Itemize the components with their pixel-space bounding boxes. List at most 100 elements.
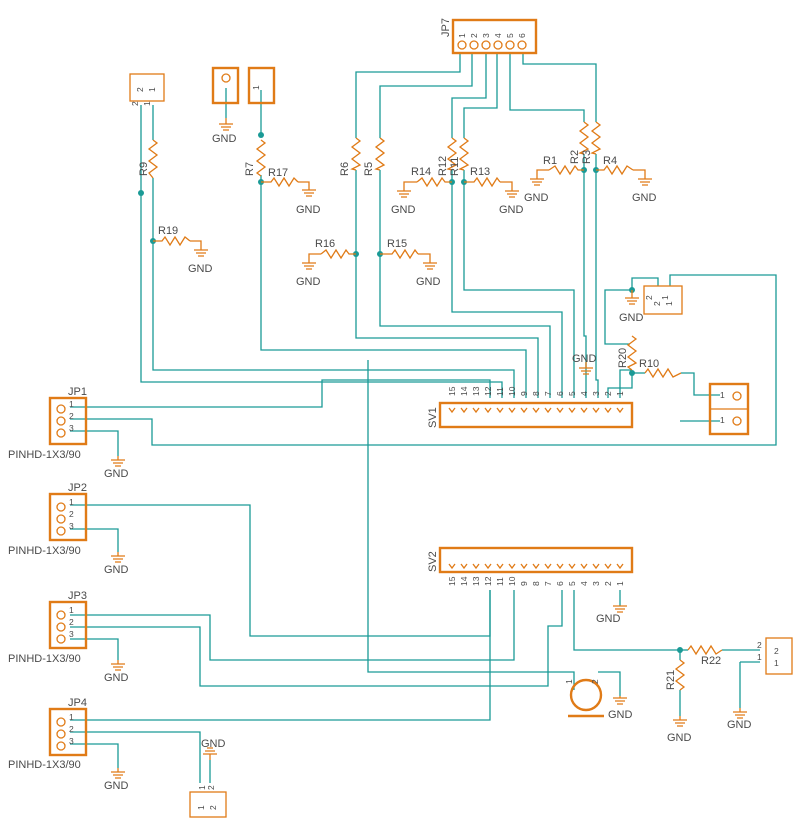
- sv1-pin-label: 3: [591, 391, 601, 396]
- svg-text:JP1: JP1: [68, 386, 87, 398]
- svg-text:1: 1: [457, 33, 467, 38]
- svg-text:GND: GND: [667, 732, 692, 744]
- svg-text:R15: R15: [387, 238, 407, 250]
- resistor-r15: R15: [380, 238, 419, 260]
- svg-text:GND: GND: [596, 613, 621, 625]
- svg-text:5: 5: [505, 33, 515, 38]
- sv2-pin-label: 10: [507, 576, 517, 586]
- svg-text:R19: R19: [158, 225, 178, 237]
- sv1-pin-label: 7: [543, 391, 553, 396]
- svg-text:1: 1: [720, 390, 725, 400]
- sv2-pin-label: 14: [459, 576, 469, 586]
- sv1-pin-mark: [448, 407, 456, 414]
- sv2-pin-label: 4: [579, 581, 589, 586]
- sv2-pin-mark: [484, 563, 492, 570]
- sv2-pin-label: 8: [531, 581, 541, 586]
- sv1-pin-label: 14: [459, 386, 469, 396]
- header-jp4: JP4 1 2 3 PINHD-1X3/90: [8, 697, 88, 771]
- svg-text:R20: R20: [617, 348, 629, 368]
- svg-text:2: 2: [135, 87, 145, 92]
- svg-text:GND: GND: [524, 192, 549, 204]
- sv2-pin-mark: [460, 563, 468, 570]
- sv1-pin-mark: [496, 407, 504, 414]
- gnd-symbol: GND: [104, 660, 129, 684]
- sv1-pin-mark: [556, 407, 564, 414]
- gnd-symbol: GND: [416, 253, 441, 288]
- gnd-symbol: GND: [667, 716, 692, 744]
- gnd-symbol: GND: [104, 456, 129, 480]
- junction-dot: [629, 370, 635, 376]
- header-jp2: JP2 1 2 3 PINHD-1X3/90: [8, 482, 88, 557]
- connector-single-b: 1: [247, 66, 276, 105]
- sv1-pin-mark: [544, 407, 552, 414]
- sv1-pin-label: 12: [483, 386, 493, 396]
- resistor-r4: R4: [596, 155, 634, 176]
- gnd-symbol: GND: [608, 696, 633, 721]
- svg-text:R14: R14: [411, 166, 431, 178]
- svg-text:2: 2: [469, 33, 479, 38]
- header-jp1: JP1 1 2 3 PINHD-1X3/90: [8, 386, 88, 461]
- sv1-pin-label: 4: [579, 391, 589, 396]
- svg-text:1: 1: [720, 415, 725, 425]
- svg-text:3: 3: [69, 521, 74, 531]
- svg-text:R22: R22: [701, 655, 721, 667]
- sv2-pin-mark: [544, 563, 552, 570]
- gnd-symbol: GND: [632, 169, 657, 204]
- svg-text:GND: GND: [201, 738, 226, 750]
- resistors: R9 R19 R7 R17 R6 R5 R16 R15: [138, 121, 723, 691]
- gnd-symbol: GND: [296, 181, 321, 216]
- sv1-pin-mark: [568, 407, 576, 414]
- sv1-pin-mark: [520, 407, 528, 414]
- svg-text:GND: GND: [391, 204, 416, 216]
- svg-text:PINHD-1X3/90: PINHD-1X3/90: [8, 759, 81, 771]
- resistor-r13: R13: [464, 166, 501, 188]
- sv2-pin-mark: [532, 563, 540, 570]
- svg-text:2: 2: [590, 679, 600, 684]
- svg-text:R21: R21: [665, 670, 677, 690]
- resistor-r3: R3: [581, 121, 602, 164]
- sv1-pin-label: 8: [531, 391, 541, 396]
- svg-text:3: 3: [69, 629, 74, 639]
- svg-text:R7: R7: [244, 162, 256, 176]
- svg-text:2: 2: [774, 646, 779, 656]
- connector-r20-top: 2 1 2 1: [643, 285, 683, 315]
- sv1-pin-mark: [460, 407, 468, 414]
- svg-text:3: 3: [69, 736, 74, 746]
- sv2-pin-mark: [568, 563, 576, 570]
- sv2-pin-mark: [448, 563, 456, 570]
- sv2-pin-mark: [616, 563, 624, 570]
- svg-text:R6: R6: [339, 162, 351, 176]
- sv1-pin-label: 15: [447, 386, 457, 396]
- svg-text:JP4: JP4: [68, 697, 87, 709]
- sv1-pin-mark: [484, 407, 492, 414]
- svg-text:3: 3: [481, 33, 491, 38]
- gnd-symbol: GND: [104, 552, 129, 576]
- sv1-pin-mark: [592, 407, 600, 414]
- svg-text:3: 3: [69, 423, 74, 433]
- svg-text:GND: GND: [632, 192, 657, 204]
- svg-text:2: 2: [69, 411, 74, 421]
- resistor-r21: R21: [665, 659, 686, 691]
- svg-text:1: 1: [564, 679, 574, 684]
- svg-text:1: 1: [147, 87, 157, 92]
- sv1-pin-label: 13: [471, 386, 481, 396]
- svg-text:1: 1: [142, 101, 152, 106]
- sv1-pin-mark: [532, 407, 540, 414]
- svg-text:GND: GND: [212, 133, 237, 145]
- sv2-pin-label: 5: [567, 581, 577, 586]
- svg-text:GND: GND: [499, 204, 524, 216]
- sv2-pin-mark: [604, 563, 612, 570]
- svg-text:2: 2: [208, 805, 218, 810]
- connector-bottom-left: 1 2 1 2: [189, 785, 227, 818]
- resistor-r14: R14: [411, 166, 452, 188]
- svg-text:GND: GND: [188, 263, 213, 275]
- svg-text:GND: GND: [104, 672, 129, 684]
- svg-text:PINHD-1X3/90: PINHD-1X3/90: [8, 449, 81, 461]
- resistor-r5: R5: [363, 137, 386, 176]
- resistor-r2: R2: [569, 121, 590, 164]
- svg-text:R2: R2: [569, 150, 581, 164]
- sv2-pin-mark: [520, 563, 528, 570]
